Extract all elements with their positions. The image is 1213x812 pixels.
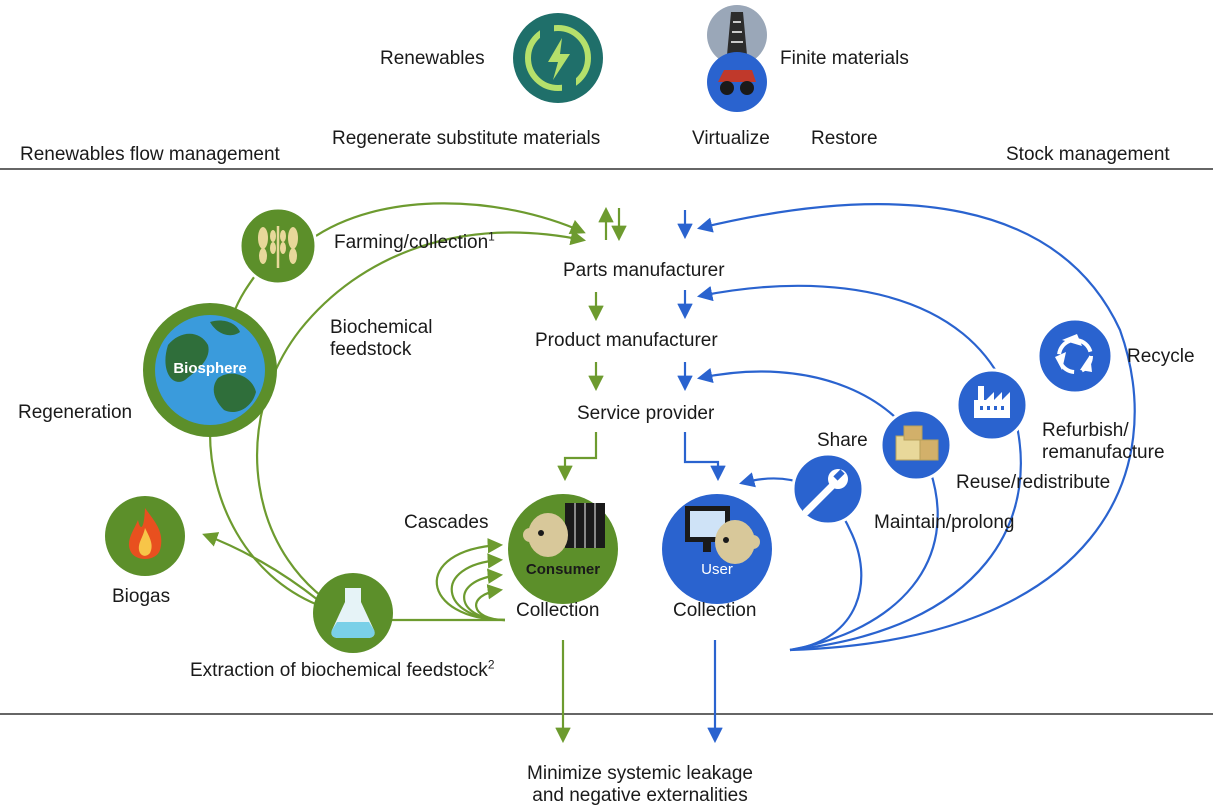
leakage-label: Minimize systemic leakage and negative e… [527, 763, 753, 806]
flow-feedstock-arc [256, 230, 587, 616]
service-provider-label: Service provider [577, 403, 715, 424]
biosphere-globe-icon [143, 303, 277, 437]
farming-footnote: 1 [488, 229, 495, 244]
arrow-blue-service-user [683, 432, 726, 482]
extraction-label: Extraction of biochemical feedstock2 [190, 657, 495, 682]
arrow-service-to-consumer [557, 432, 598, 482]
renewables-flow-management-label: Renewables flow management [20, 144, 280, 165]
virtualize-label: Virtualize [692, 128, 770, 149]
factory-icon [955, 368, 1029, 442]
extraction-footnote: 2 [487, 657, 495, 672]
consumer-text: Consumer [525, 561, 601, 578]
flow-extraction-to-biogas [202, 532, 319, 601]
wrench-icon [791, 452, 865, 526]
farming-text: Farming/collection [334, 232, 489, 253]
parts-manufacturer-label: Parts manufacturer [563, 260, 725, 281]
user-text: User [701, 561, 733, 578]
biosphere-text: Biosphere [173, 360, 247, 377]
cascades-label: Cascades [404, 512, 489, 533]
flow-farming-to-parts [309, 202, 586, 241]
farming-label: Farming/collection1 [334, 229, 495, 254]
maintain-label: Maintain/prolong [874, 512, 1015, 533]
loop-refurbish [696, 284, 1022, 652]
cascade-loop-1 [435, 538, 506, 622]
product-manufacturer-label: Product manufacturer [535, 330, 718, 351]
reuse-label: Reuse/redistribute [956, 472, 1111, 493]
loop-recycle [697, 203, 1136, 652]
flame-icon [105, 496, 185, 576]
farming-icon [238, 206, 318, 286]
refurbish-label: Refurbish/ remanufacture [1042, 420, 1165, 463]
share-label: Share [817, 430, 868, 451]
regenerate-label: Regenerate substitute materials [332, 128, 601, 149]
renewables-icon [513, 13, 603, 103]
flask-icon [313, 573, 393, 653]
user-computer-icon [662, 494, 772, 604]
recycle-label: Recycle [1127, 346, 1195, 367]
biogas-label: Biogas [112, 586, 171, 607]
renewables-label: Renewables [380, 48, 485, 69]
collection-right-label: Collection [673, 600, 757, 621]
finite-materials-icon [707, 5, 767, 112]
recycle-icon [1036, 317, 1114, 395]
biochemical-feedstock-label: Biochemical feedstock [330, 317, 433, 360]
green-flows [202, 202, 627, 744]
boxes-icon [879, 408, 953, 482]
loop-maintain [739, 472, 863, 652]
finite-materials-label: Finite materials [780, 48, 909, 69]
restore-label: Restore [811, 128, 878, 149]
stock-management-label: Stock management [1006, 144, 1170, 165]
line-biosphere-extraction [208, 432, 319, 607]
extraction-text: Extraction of biochemical feedstock [190, 660, 488, 681]
regeneration-label: Regeneration [18, 402, 133, 423]
consumer-icon [508, 494, 618, 604]
collection-left-label: Collection [516, 600, 600, 621]
